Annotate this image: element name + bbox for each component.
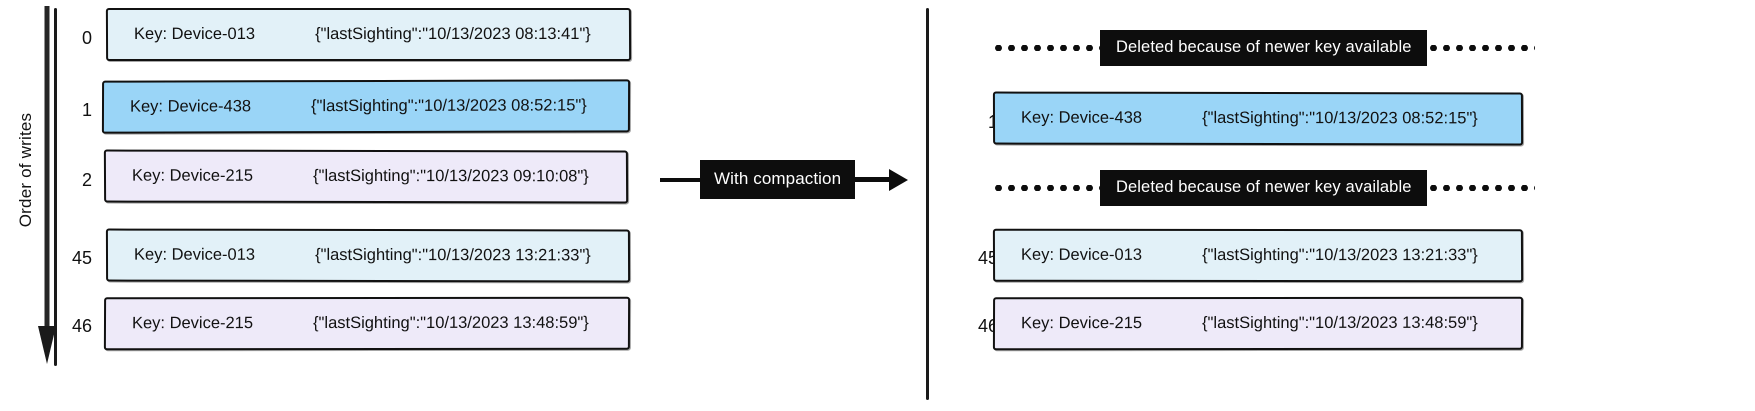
record-box: Key: Device-215 {"lastSighting":"10/13/2…: [992, 296, 1524, 351]
order-of-writes-label: Order of writes: [16, 112, 35, 228]
right-arrow-icon: [889, 168, 909, 191]
deleted-annotation: Deleted because of newer key available: [992, 30, 1536, 66]
record-box: Key: Device-438 {"lastSighting":"10/13/2…: [992, 91, 1524, 146]
record-value: {"lastSighting":"10/13/2023 08:52:15"}: [1202, 108, 1478, 128]
row-index: 2: [81, 170, 92, 190]
record-key: Key: Device-013: [1020, 245, 1143, 264]
panel-divider: [926, 8, 929, 400]
record-box: Key: Device-215 {"lastSighting":"10/13/2…: [103, 296, 631, 351]
record-value: {"lastSighting":"10/13/2023 09:10:08"}: [313, 166, 589, 186]
record-value: {"lastSighting":"10/13/2023 13:21:33"}: [1202, 245, 1478, 265]
record-box: Key: Device-013 {"lastSighting":"10/13/2…: [105, 8, 632, 61]
record-value: {"lastSighting":"10/13/2023 08:52:15"}: [311, 96, 587, 116]
left-panel-divider: [54, 8, 57, 366]
right-arrow-shaft: [855, 177, 890, 182]
row-index: 46: [71, 316, 92, 336]
deleted-note-label: Deleted because of newer key available: [1100, 30, 1428, 66]
record-box: Key: Device-013 {"lastSighting":"10/13/2…: [992, 228, 1524, 283]
dotted-line-right: [1427, 45, 1536, 51]
record-key: Key: Device-215: [1020, 314, 1143, 333]
row-index: 45: [977, 248, 998, 268]
deleted-note-label: Deleted because of newer key available: [1100, 170, 1428, 206]
dotted-line-left: [992, 45, 1100, 51]
with-compaction-callout: With compaction: [660, 160, 909, 199]
row-index: 1: [81, 100, 92, 120]
dotted-line-left: [992, 185, 1100, 191]
record-key: Key: Device-215: [131, 166, 254, 185]
row-index: 0: [81, 28, 92, 48]
record-value: {"lastSighting":"10/13/2023 13:48:59"}: [1202, 313, 1478, 333]
record-key: Key: Device-438: [129, 97, 252, 116]
record-box: Key: Device-013 {"lastSighting":"10/13/2…: [105, 228, 631, 283]
dotted-line-right: [1427, 185, 1536, 191]
record-box: Key: Device-438 {"lastSighting":"10/13/2…: [101, 79, 631, 134]
deleted-annotation: Deleted because of newer key available: [992, 170, 1536, 206]
record-key: Key: Device-438: [1020, 108, 1143, 127]
row-index: 46: [977, 316, 998, 336]
callout-connector: [660, 177, 700, 182]
record-key: Key: Device-013: [133, 25, 256, 43]
down-arrow-icon: [38, 6, 56, 364]
with-compaction-label: With compaction: [700, 160, 856, 199]
row-index: 45: [71, 248, 92, 268]
record-box: Key: Device-215 {"lastSighting":"10/13/2…: [103, 149, 629, 204]
record-value: {"lastSighting":"10/13/2023 08:13:41"}: [315, 25, 591, 43]
record-value: {"lastSighting":"10/13/2023 13:48:59"}: [313, 313, 589, 333]
record-key: Key: Device-215: [131, 314, 254, 333]
record-key: Key: Device-013: [133, 245, 256, 264]
record-value: {"lastSighting":"10/13/2023 13:21:33"}: [315, 245, 591, 265]
